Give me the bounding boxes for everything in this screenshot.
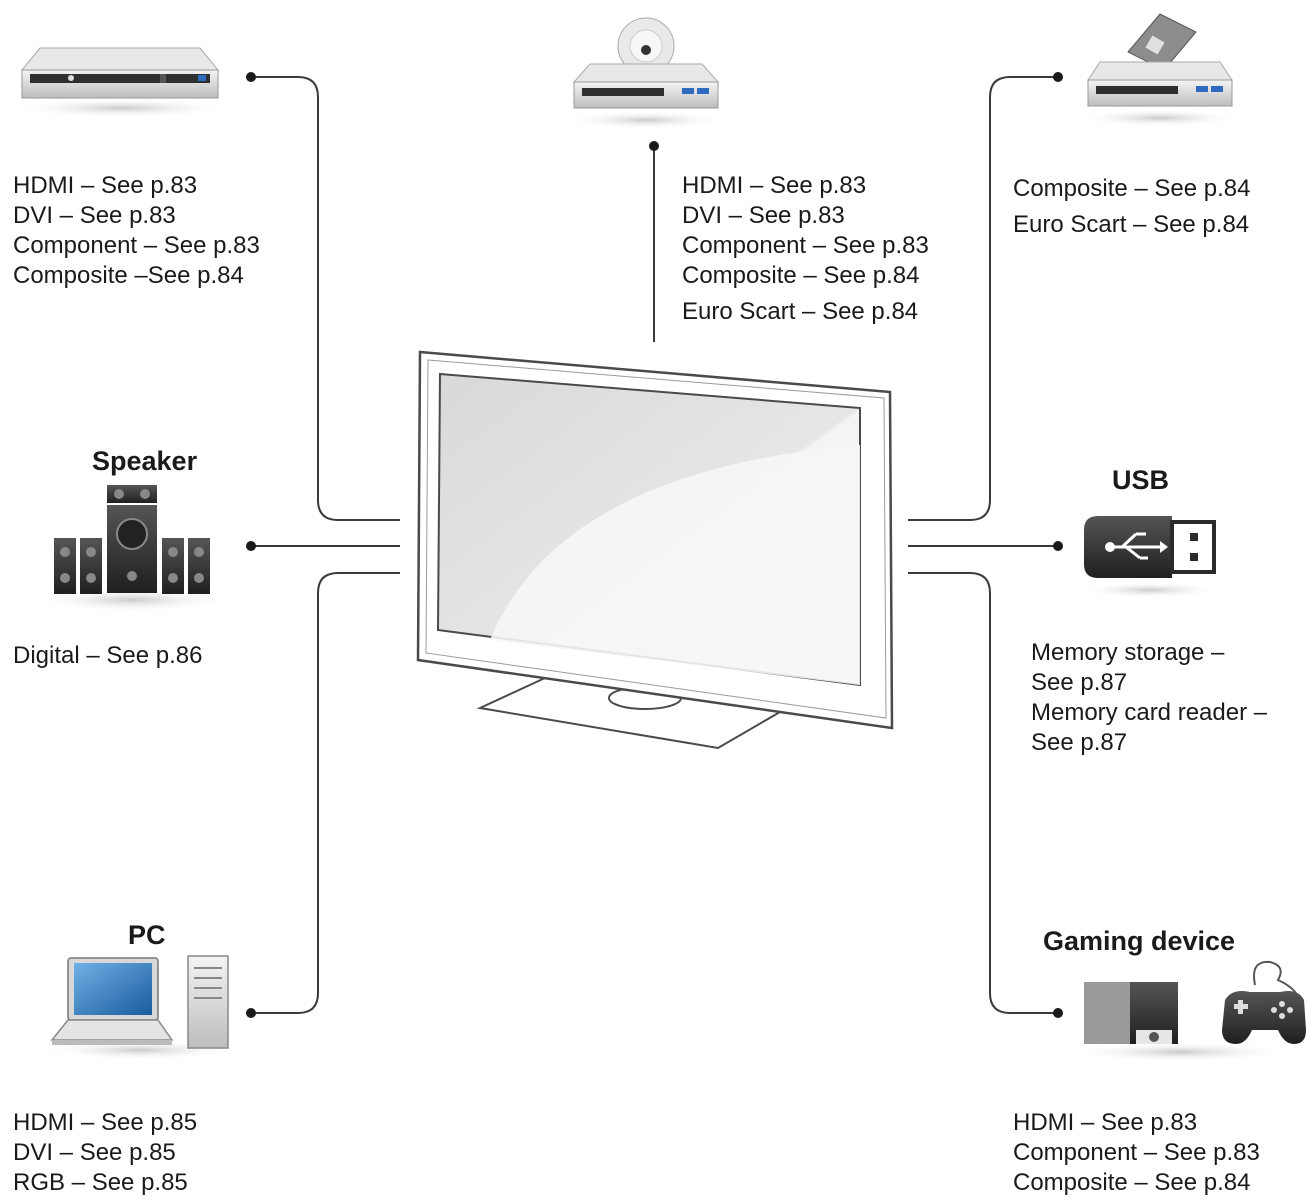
connection-line-text: HDMI – See p.83 <box>682 172 867 199</box>
game-console-icon <box>1070 960 1306 1062</box>
connection-line-text: Composite – See p.84 <box>1013 175 1251 202</box>
connection-line-text: Component – See p.83 <box>682 232 929 259</box>
connection-line-text: Composite – See p.84 <box>1013 1169 1251 1196</box>
disc-player-icon <box>566 17 726 129</box>
connection-line-text: HDMI – See p.85 <box>13 1109 198 1136</box>
dvd-player-icon <box>12 47 232 118</box>
connection-line-text: Memory card reader – <box>1031 699 1268 726</box>
connection-line-text: Memory storage – <box>1031 639 1225 666</box>
speaker-label: Speaker <box>92 446 198 476</box>
disc-player-connections: HDMI – See p.83 DVI – See p.83 Component… <box>682 171 929 327</box>
connection-dots <box>246 72 1063 1018</box>
connection-lines <box>251 76 1058 1014</box>
vcr-connections: Composite – See p.84 Euro Scart – See p.… <box>1013 171 1250 243</box>
usb-connections: Memory storage – See p.87 Memory card re… <box>1031 638 1267 758</box>
connection-line-text: Component – See p.83 <box>1013 1139 1260 1166</box>
connection-line-text: Component – See p.83 <box>13 232 260 259</box>
dvd-player-connections: HDMI – See p.83 DVI – See p.83 Component… <box>13 171 260 291</box>
connection-line-text: DVI – See p.83 <box>13 202 176 229</box>
connection-line-text: DVI – See p.85 <box>13 1139 176 1166</box>
usb-label: USB <box>1112 465 1170 495</box>
speaker-system-icon <box>32 485 232 612</box>
connection-line-text: Euro Scart – See p.84 <box>1013 211 1250 238</box>
connection-line-text: DVI – See p.83 <box>682 202 845 229</box>
line-vcr <box>908 76 1058 521</box>
connection-line-text: Composite – See p.84 <box>682 262 920 289</box>
usb-drive-icon <box>1080 516 1220 598</box>
connection-line-text: Composite –See p.84 <box>13 262 244 289</box>
connection-line-text: See p.87 <box>1031 729 1128 756</box>
line-dvd-player <box>251 76 400 521</box>
pc-icon <box>40 955 240 1060</box>
line-pc <box>251 572 400 1014</box>
connection-line-text: HDMI – See p.83 <box>13 172 198 199</box>
gaming-device-label: Gaming device <box>1043 926 1236 956</box>
connection-line-text: See p.87 <box>1031 669 1128 696</box>
pc-label: PC <box>128 920 166 950</box>
connection-line-text: HDMI – See p.83 <box>1013 1109 1198 1136</box>
speaker-connections: Digital – See p.86 <box>13 641 202 671</box>
tv-icon <box>416 350 894 750</box>
connection-line-text: Digital – See p.86 <box>13 642 203 669</box>
vcr-icon <box>1078 13 1242 127</box>
connection-line-text: Euro Scart – See p.84 <box>682 298 919 325</box>
line-gaming <box>908 572 1058 1014</box>
gaming-device-connections: HDMI – See p.83 Component – See p.83 Com… <box>1013 1108 1260 1198</box>
pc-connections: HDMI – See p.85 DVI – See p.85 RGB – See… <box>13 1108 197 1198</box>
connection-line-text: RGB – See p.85 <box>13 1169 188 1196</box>
